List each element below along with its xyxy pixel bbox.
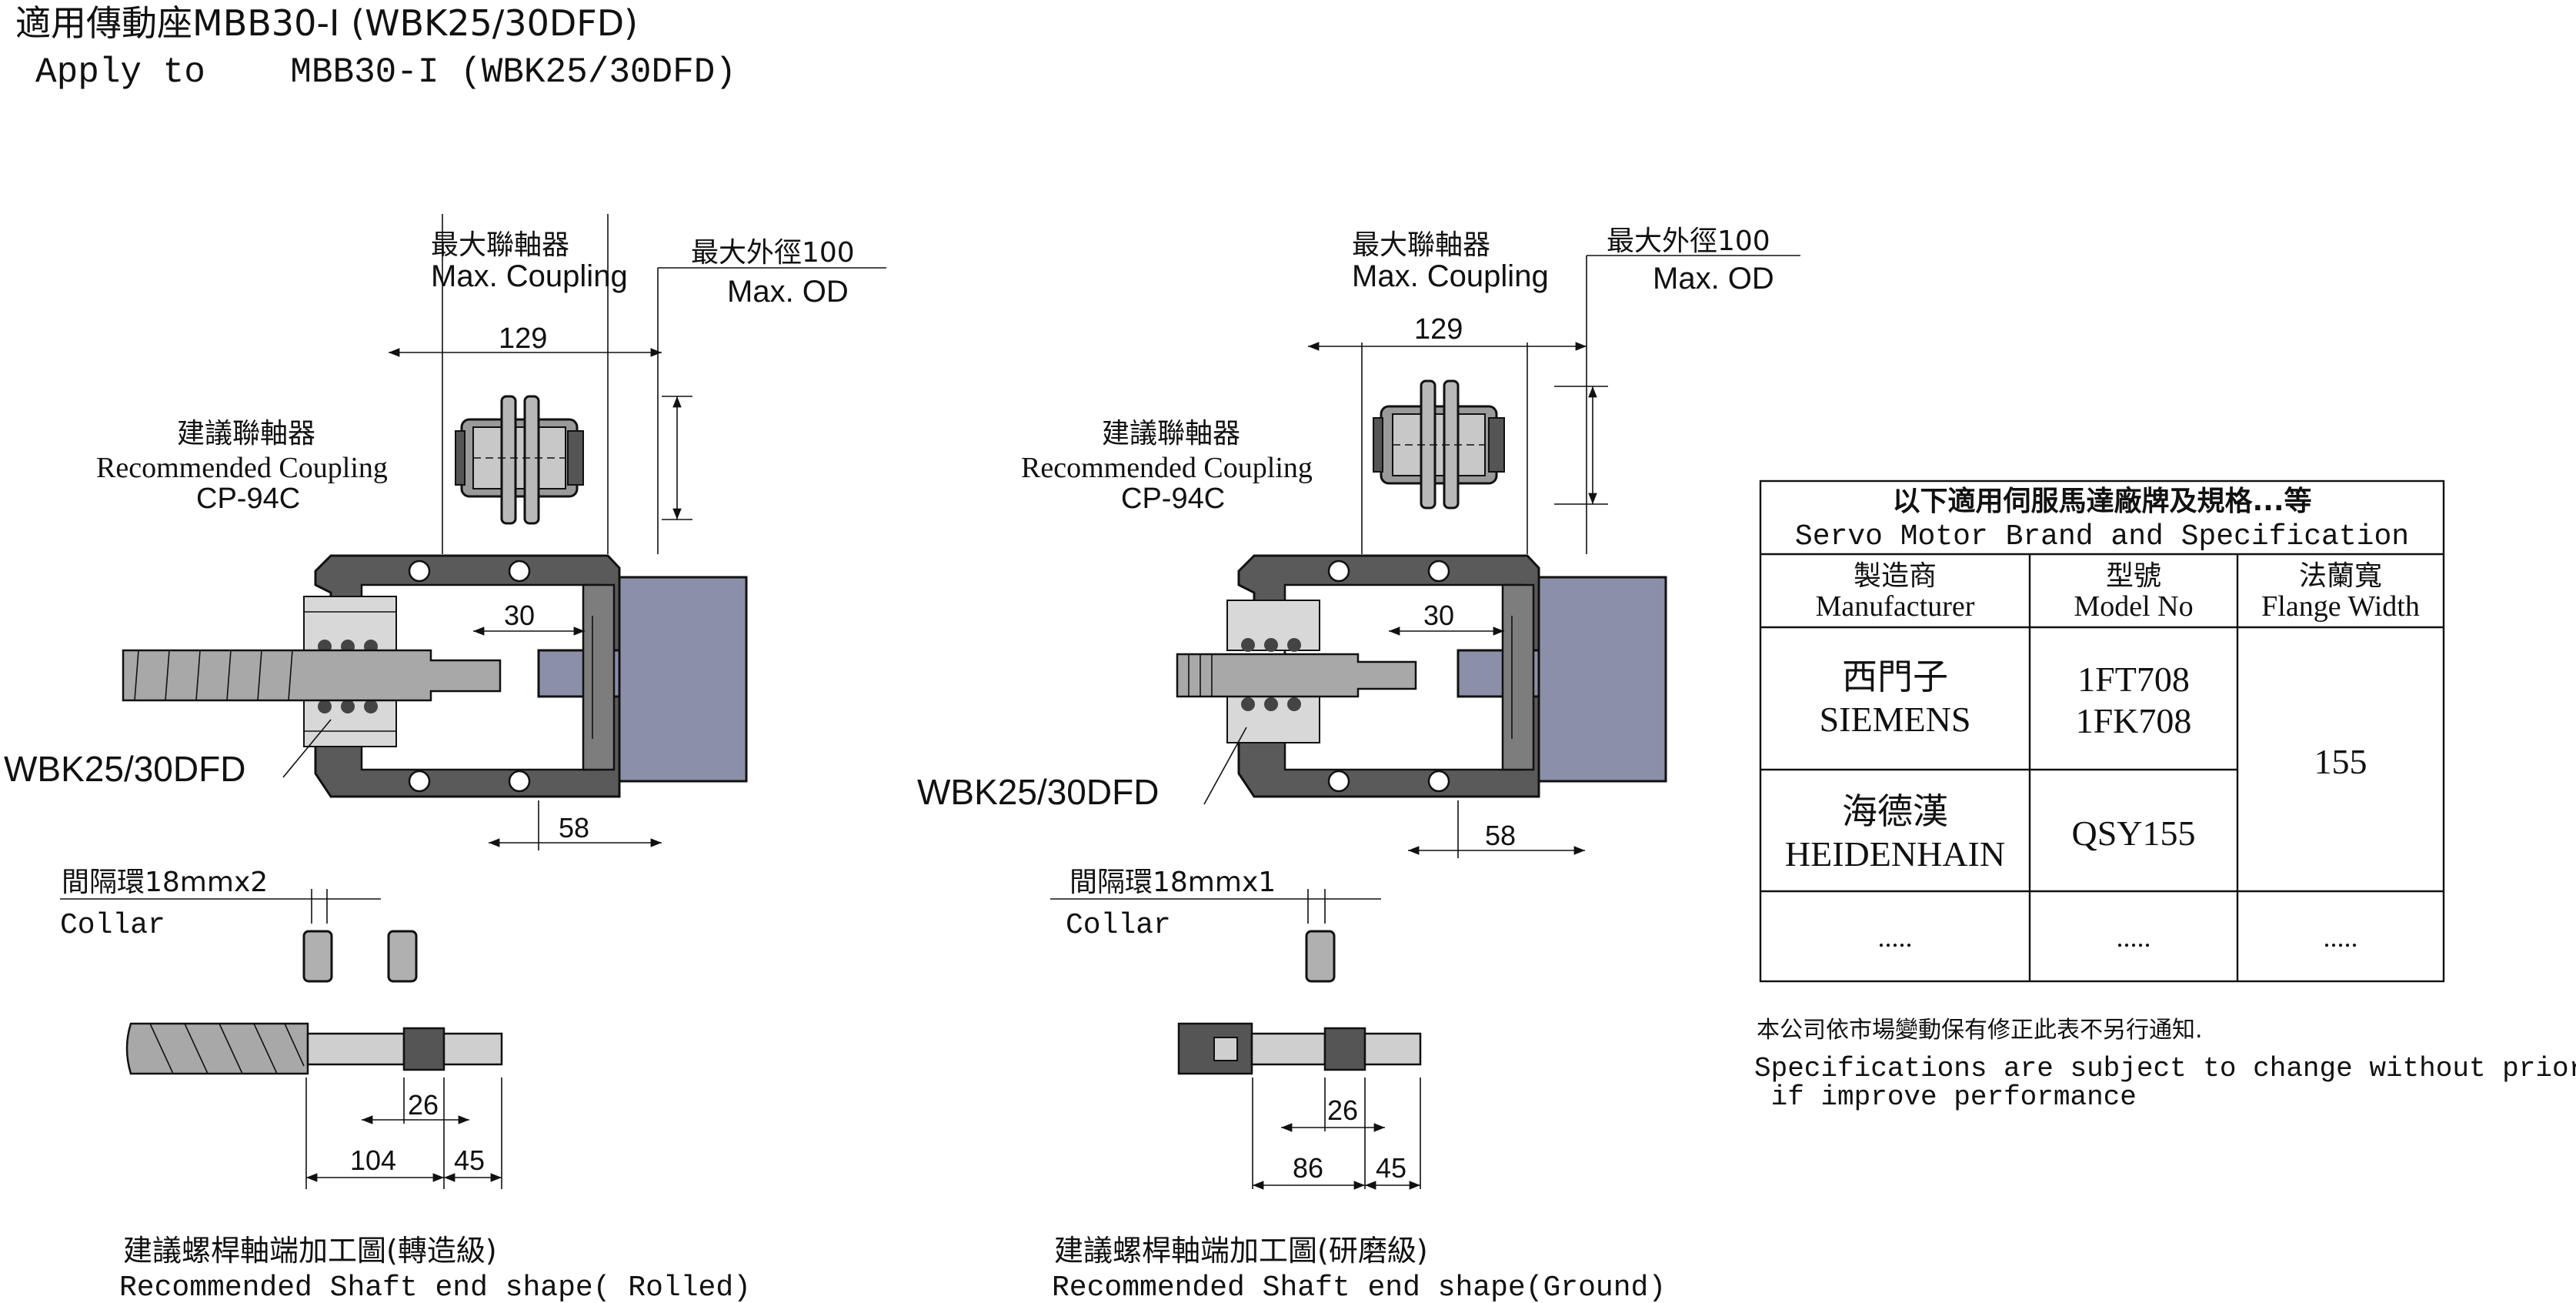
notice-cn: 本公司依市場變動保有修正此表不另行通知. [1757, 1017, 2203, 1044]
left-collar-ring [387, 930, 418, 983]
left-shaft-en: Recommended Shaft end shape( Rolled) [119, 1271, 751, 1303]
table-header-model-cn: 型號 [2106, 560, 2161, 592]
middle-bearing-label: WBK25/30DFD [917, 772, 1159, 812]
left-collar-cn: 間隔環18mmx2 [62, 867, 268, 898]
left-max-od-en: Max. OD [727, 275, 849, 309]
table-ellipsis: ..... [2117, 922, 2151, 953]
table-row2-maker-cn: 海德漢 [1842, 790, 1948, 832]
middle-shaft-en: Recommended Shaft end shape(Ground) [1052, 1271, 1666, 1303]
middle-collar-en: Collar [1066, 909, 1171, 942]
left-max-od-cn: 最大外徑100 [691, 237, 855, 269]
left-rec-coupling-model: CP-94C [196, 483, 300, 515]
left-shaft-cn: 建議螺桿軸端加工圖(轉造級) [123, 1234, 497, 1268]
left-dim-129: 129 [499, 322, 547, 355]
table-header-manufacturer-en: Manufacturer [1816, 590, 1975, 623]
page-subtitle: Apply to MBB30-I (WBK25/30DFD) [35, 52, 736, 92]
middle-motor [1457, 576, 1667, 783]
middle-dim-26: 26 [1327, 1094, 1358, 1126]
left-bearing-label: WBK25/30DFD [4, 749, 245, 789]
left-max-coupling-en: Max. Coupling [431, 259, 628, 293]
page-title: 適用傳動座MBB30-I (WBK25/30DFD) [15, 2, 638, 44]
left-rec-coupling-en: Recommended Coupling [96, 452, 388, 484]
left-shaft-end [125, 1022, 503, 1075]
left-coupling [455, 395, 584, 525]
middle-max-coupling-en: Max. Coupling [1352, 259, 1549, 293]
table-header-model-en: Model No [2074, 590, 2193, 623]
left-dim-58: 58 [559, 812, 589, 844]
table-row1-maker-cn: 西門子 [1842, 656, 1948, 697]
middle-dim-129: 129 [1414, 313, 1463, 346]
table-header-manufacturer-cn: 製造商 [1854, 560, 1937, 592]
table-row1-model-1: 1FT708 [2077, 660, 2190, 699]
middle-dim-58: 58 [1485, 820, 1516, 851]
table-row1-maker-en: SIEMENS [1820, 700, 1971, 739]
middle-dim-86: 86 [1293, 1152, 1323, 1184]
table-ellipsis: ..... [2324, 922, 2358, 953]
notice-en-2: if improve performance [1754, 1081, 2137, 1113]
left-collar-en: Collar [60, 909, 165, 942]
table-row2-maker-en: HEIDENHAIN [1785, 834, 2005, 874]
left-dim-26: 26 [408, 1089, 439, 1121]
middle-rec-coupling-model: CP-94C [1121, 483, 1225, 515]
middle-shaft-end [1177, 1022, 1422, 1075]
table-header-flange-en: Flange Width [2261, 590, 2420, 623]
middle-max-od-cn: 最大外徑100 [1607, 226, 1770, 257]
middle-dim-45: 45 [1376, 1152, 1406, 1184]
left-assembly: 最大聯軸器 Max. Coupling 最大外徑100 Max. OD 129 … [4, 214, 886, 1303]
table-ellipsis: ..... [1878, 922, 1913, 953]
middle-rec-coupling-cn: 建議聯軸器 [1102, 418, 1240, 449]
table-row1-model-2: 1FK708 [2076, 701, 2192, 740]
table-title-cn: 以下適用伺服馬達廠牌及規格...等 [1892, 485, 2311, 517]
left-collar-ring [302, 930, 333, 983]
table-flange-value: 155 [2314, 742, 2367, 781]
table-row2-model-1: QSY155 [2071, 814, 2195, 853]
left-motor [537, 576, 748, 783]
middle-collar-cn: 間隔環18mmx1 [1069, 867, 1276, 898]
middle-coupling [1373, 379, 1505, 510]
left-max-coupling-cn: 最大聯軸器 [431, 229, 569, 261]
middle-collar-ring [1305, 930, 1336, 983]
table-title-en: Servo Motor Brand and Specification [1795, 520, 2409, 553]
middle-assembly: 最大聯軸器 Max. Coupling 最大外徑100 Max. OD 129 … [917, 226, 1800, 1303]
middle-max-od-en: Max. OD [1653, 262, 1774, 296]
left-rec-coupling-cn: 建議聯軸器 [177, 418, 315, 449]
middle-max-coupling-cn: 最大聯軸器 [1352, 229, 1490, 261]
left-dim-45: 45 [454, 1144, 485, 1176]
middle-dim-30: 30 [1423, 600, 1454, 631]
notice-en-1: Specifications are subject to change wit… [1754, 1053, 2576, 1084]
middle-rec-coupling-en: Recommended Coupling [1021, 452, 1313, 484]
spec-table: 以下適用伺服馬達廠牌及規格...等 Servo Motor Brand and … [1759, 479, 2445, 983]
left-dim-30: 30 [504, 600, 535, 631]
middle-shaft-cn: 建議螺桿軸端加工圖(研磨級) [1054, 1234, 1428, 1268]
table-header-flange-cn: 法蘭寬 [2299, 560, 2382, 592]
left-dim-104: 104 [350, 1144, 396, 1176]
